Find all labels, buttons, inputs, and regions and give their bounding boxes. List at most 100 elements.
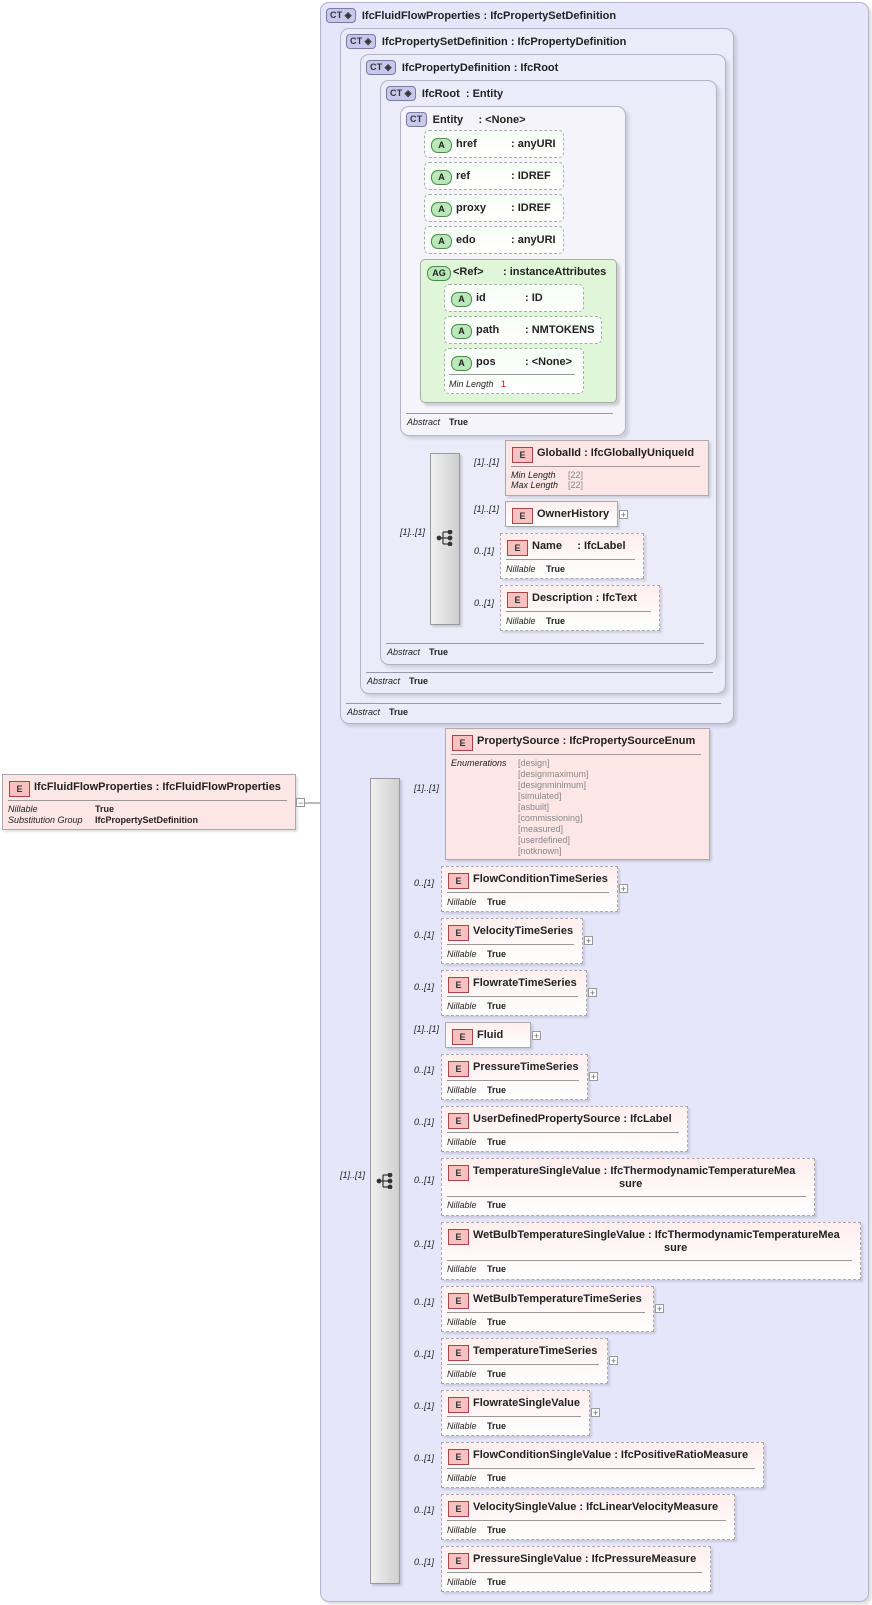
collapse-icon[interactable]: −: [296, 798, 305, 808]
separator: [447, 944, 574, 945]
prop-value: [22]: [568, 480, 584, 490]
abstract-value: True: [389, 707, 409, 717]
complex-type-icon: CT◈: [386, 86, 416, 101]
ct-header: CT◈ IfcPropertySetDefinition : IfcProper…: [346, 34, 626, 49]
attribute-id[interactable]: A id : ID: [444, 284, 584, 312]
abstract-value: True: [429, 647, 449, 657]
complex-type-icon: CT◈: [346, 34, 376, 49]
expand-icon[interactable]: +: [609, 1356, 618, 1366]
prop-label: Nillable: [447, 1421, 477, 1431]
attribute-group-name: <Ref>: [453, 266, 484, 278]
attribute-badge: A: [451, 324, 472, 339]
element-temperaturetimeseries[interactable]: E TemperatureTimeSeries Nillable True: [441, 1338, 608, 1384]
element-name: VelocitySingleValue : IfcLinearVelocityM…: [473, 1501, 719, 1513]
expand-icon[interactable]: +: [619, 884, 628, 894]
prop-label: Nillable: [447, 1577, 477, 1587]
ct-header: CT◈ IfcPropertyDefinition : IfcRoot: [366, 60, 558, 75]
element-name: PropertySource : IfcPropertySourceEnum: [477, 735, 696, 747]
element-propertysource[interactable]: E PropertySource : IfcPropertySourceEnum…: [445, 728, 710, 860]
attribute-proxy[interactable]: A proxy : IDREF: [424, 194, 564, 222]
cardinality-label: 0..[1]: [474, 546, 495, 556]
expand-icon[interactable]: +: [619, 510, 628, 520]
element-wetbulbtemperaturesinglevalue[interactable]: E WetBulbTemperatureSingleValue : IfcThe…: [441, 1222, 861, 1280]
attribute-type: : IDREF: [511, 202, 551, 214]
expand-icon[interactable]: +: [591, 1408, 600, 1418]
element-badge: E: [448, 925, 469, 941]
prop-label: Nillable: [447, 1317, 477, 1327]
complex-type-icon: CT◈: [326, 8, 356, 23]
element-velocitysinglevalue[interactable]: E VelocitySingleValue : IfcLinearVelocit…: [441, 1494, 735, 1540]
expand-icon[interactable]: +: [589, 1072, 598, 1082]
element-wetbulbtemperaturetimeseries[interactable]: E WetBulbTemperatureTimeSeries Nillable …: [441, 1286, 654, 1332]
expand-icon[interactable]: +: [588, 988, 597, 998]
cardinality-label: 0..[1]: [414, 1505, 435, 1515]
cardinality-label: 0..[1]: [414, 1065, 435, 1075]
element-flowratetimeseries[interactable]: E FlowrateTimeSeries Nillable True: [441, 970, 587, 1016]
prop-value: True: [95, 804, 115, 814]
separator: [447, 1196, 806, 1197]
enumeration-value: [design]: [518, 758, 550, 768]
prop-label: Nillable: [447, 897, 477, 907]
element-name: FlowrateSingleValue: [473, 1397, 580, 1409]
prop-value: True: [487, 1200, 507, 1210]
enumerations-label: Enumerations: [451, 758, 507, 768]
element-flowratesinglevalue[interactable]: E FlowrateSingleValue Nillable True: [441, 1390, 590, 1436]
element-flowconditionsinglevalue[interactable]: E FlowConditionSingleValue : IfcPositive…: [441, 1442, 764, 1488]
element-badge: E: [448, 1553, 469, 1569]
separator: [447, 1364, 599, 1365]
attribute-path[interactable]: A path : NMTOKENS: [444, 316, 602, 344]
attribute-group-type: : instanceAttributes: [503, 266, 607, 278]
prop-label: Nillable: [506, 616, 536, 626]
attribute-edo[interactable]: A edo : anyURI: [424, 226, 564, 254]
cardinality-label: 0..[1]: [414, 1349, 435, 1359]
attribute-badge: A: [431, 170, 452, 185]
separator: [451, 754, 701, 755]
attribute-pos[interactable]: A pos : <None> Min Length 1: [444, 348, 584, 394]
element-userdefinedpropertysource[interactable]: E UserDefinedPropertySource : IfcLabel N…: [441, 1106, 688, 1152]
expand-icon[interactable]: +: [532, 1031, 541, 1041]
prop-label: Nillable: [447, 1001, 477, 1011]
attribute-ref[interactable]: A ref : IDREF: [424, 162, 564, 190]
element-pressuresinglevalue[interactable]: E PressureSingleValue : IfcPressureMeasu…: [441, 1546, 711, 1592]
cardinality-label: [1]..[1]: [414, 1024, 440, 1034]
prop-value: True: [487, 1264, 507, 1274]
attribute-href[interactable]: A href : anyURI: [424, 130, 564, 158]
attribute-name: edo: [456, 234, 476, 246]
element-badge: E: [448, 977, 469, 993]
attribute-badge: A: [451, 292, 472, 307]
root-element[interactable]: E IfcFluidFlowProperties : IfcFluidFlowP…: [2, 774, 296, 830]
abstract-label: Abstract: [407, 417, 441, 427]
separator: [447, 1416, 581, 1417]
element-name: WetBulbTemperatureTimeSeries: [473, 1293, 642, 1305]
prop-label: Substitution Group: [8, 815, 83, 825]
element-badge: E: [512, 447, 533, 463]
cardinality-label: [1]..[1]: [414, 783, 440, 793]
prop-value: True: [487, 1001, 507, 1011]
element-badge: E: [448, 1165, 469, 1181]
element-temperaturesinglevalue[interactable]: E TemperatureSingleValue : IfcThermodyna…: [441, 1158, 815, 1216]
element-badge: E: [448, 1501, 469, 1517]
prop-value: True: [487, 1525, 507, 1535]
attribute-group-badge: AG: [427, 266, 451, 281]
prop-label: Nillable: [447, 1525, 477, 1535]
element-globalid[interactable]: E GlobalId : IfcGloballyUniqueId Min Len…: [505, 440, 709, 496]
separator: [447, 1572, 702, 1573]
enumeration-value: [commissioning]: [518, 813, 583, 823]
prop-value: True: [546, 564, 566, 574]
separator: [447, 1080, 579, 1081]
cardinality-label: 0..[1]: [414, 930, 435, 940]
element-description[interactable]: E Description : IfcText Nillable True: [500, 585, 660, 631]
attribute-type: : anyURI: [511, 234, 556, 246]
element-ownerhistory[interactable]: E OwnerHistory: [505, 501, 618, 527]
element-name-field[interactable]: E Name : IfcLabel Nillable True: [500, 533, 644, 579]
element-velocitytimeseries[interactable]: E VelocityTimeSeries Nillable True: [441, 918, 583, 964]
element-name: GlobalId : IfcGloballyUniqueId: [537, 447, 695, 459]
element-pressuretimeseries[interactable]: E PressureTimeSeries Nillable True: [441, 1054, 588, 1100]
expand-icon[interactable]: +: [655, 1304, 664, 1314]
element-flowconditiontimeseries[interactable]: E FlowConditionTimeSeries Nillable True: [441, 866, 618, 912]
element-name: WetBulbTemperatureSingleValue : IfcTherm…: [473, 1229, 840, 1241]
expand-icon[interactable]: +: [584, 936, 593, 946]
element-name: TemperatureTimeSeries: [473, 1345, 598, 1357]
attribute-badge: A: [431, 202, 452, 217]
element-fluid[interactable]: E Fluid: [445, 1022, 531, 1048]
